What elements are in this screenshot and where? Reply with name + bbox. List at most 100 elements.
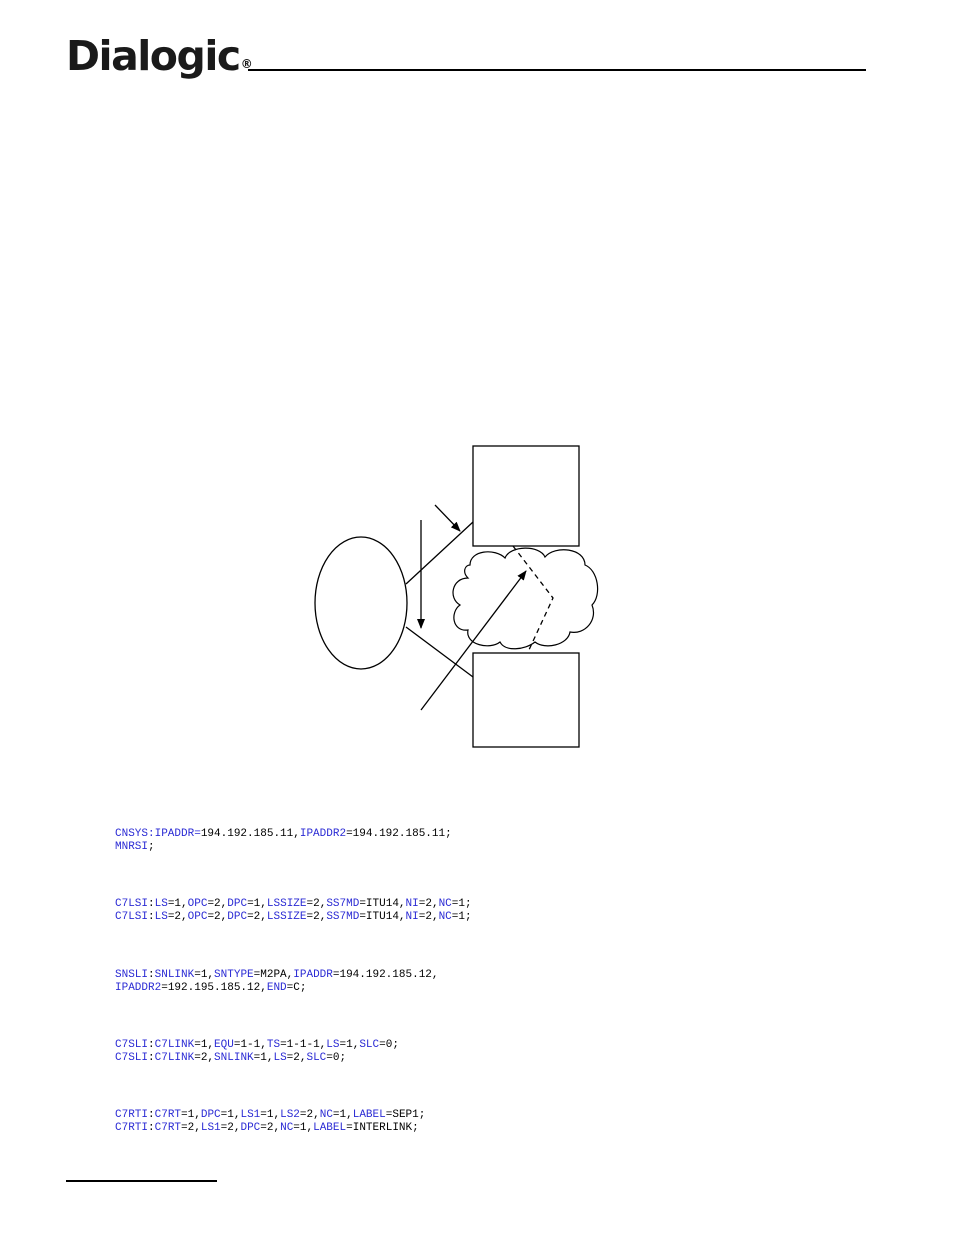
code-keyword: IPADDR2 <box>299 828 347 840</box>
code-value: =M2PA, <box>253 969 294 981</box>
code-value: =1, <box>181 1109 201 1121</box>
code-line: MNRSI; <box>115 841 452 854</box>
code-keyword: C7RTI <box>115 1121 149 1134</box>
code-keyword: LS <box>154 910 168 923</box>
code-line: C7SLI:C7LINK=1,EQU=1-1,TS=1-1-1,LS=1,SLC… <box>115 1039 399 1052</box>
code-keyword: NC <box>280 1121 294 1134</box>
ip-network-cloud <box>452 547 599 650</box>
code-value: =2, <box>299 1109 320 1121</box>
code-keyword: LS2 <box>280 1109 300 1121</box>
code-keyword: DPC <box>227 898 248 910</box>
code-keyword: DPC <box>227 910 248 923</box>
code-value: =2, <box>220 1121 241 1134</box>
code-value: : <box>148 898 155 910</box>
code-value: =2, <box>306 898 327 910</box>
code-line: SNSLI:SNLINK=1,SNTYPE=M2PA,IPADDR=194.19… <box>115 969 439 982</box>
code-line: C7SLI:C7LINK=2,SNLINK=1,LS=2,SLC=0; <box>115 1052 399 1065</box>
code-value: =2, <box>260 1121 281 1134</box>
code-value: : <box>148 910 155 923</box>
code-line: C7LSI:LS=2,OPC=2,DPC=2,LSSIZE=2,SS7MD=IT… <box>115 911 472 924</box>
code-keyword: LS <box>273 1051 287 1064</box>
code-value: =2, <box>207 898 228 910</box>
ip-link-dashed <box>512 545 554 653</box>
code-block-signaling-links: C7SLI:C7LINK=1,EQU=1-1,TS=1-1-1,LS=1,SLC… <box>115 1039 399 1064</box>
code-value: =0; <box>379 1039 399 1051</box>
code-value: =SEP1; <box>385 1109 426 1121</box>
code-block-sigtran-link: SNSLI:SNLINK=1,SNTYPE=M2PA,IPADDR=194.19… <box>115 969 439 994</box>
code-value: =1, <box>220 1109 241 1121</box>
code-value: =1, <box>167 898 188 910</box>
code-keyword: IPADDR2 <box>115 981 162 994</box>
code-value: =1, <box>194 1039 215 1051</box>
code-value: =2, <box>418 898 439 910</box>
code-line: C7LSI:LS=1,OPC=2,DPC=1,LSSIZE=2,SS7MD=IT… <box>115 898 472 911</box>
code-value: : <box>148 1039 155 1051</box>
code-keyword: LS1 <box>200 1121 221 1134</box>
code-value: : <box>148 1121 155 1134</box>
code-keyword: DPC <box>200 1109 221 1121</box>
code-value: =ITU14, <box>359 910 406 923</box>
link-line-top <box>405 521 474 585</box>
code-line: CNSYS:IPADDR=194.192.185.11,IPADDR2=194.… <box>115 828 452 841</box>
code-keyword: C7LINK <box>154 1051 195 1064</box>
code-keyword: C7RTI <box>115 1109 149 1121</box>
code-line: C7RTI:C7RT=1,DPC=1,LS1=1,LS2=2,NC=1,LABE… <box>115 1109 425 1122</box>
code-keyword: SLC <box>306 1051 327 1064</box>
code-block-link-sets: C7LSI:LS=1,OPC=2,DPC=1,LSSIZE=2,SS7MD=IT… <box>115 898 472 923</box>
code-keyword: EQU <box>214 1039 234 1051</box>
signaling-point-ellipse <box>314 536 408 670</box>
code-keyword: LS <box>154 898 168 910</box>
top-node-box <box>472 445 580 547</box>
code-value: =0; <box>326 1051 347 1064</box>
code-value: =1; <box>451 910 472 923</box>
code-value: =2, <box>418 910 439 923</box>
code-value: =2, <box>247 910 267 923</box>
code-keyword: C7LSI <box>115 910 149 923</box>
code-value: =194.192.185.11; <box>346 828 452 840</box>
code-value: =194.192.185.12, <box>332 969 439 981</box>
code-keyword: IPADDR= <box>154 828 201 840</box>
code-keyword: SNLINK <box>214 1051 254 1064</box>
code-value: =2, <box>167 910 188 923</box>
footer-rule <box>66 1180 217 1182</box>
code-keyword: NI <box>405 910 419 923</box>
code-value: =ITU14, <box>359 898 406 910</box>
header-rule <box>248 69 866 71</box>
code-keyword: C7RT <box>154 1121 182 1134</box>
link-line-bottom <box>405 626 474 678</box>
logo-text: Dialogic <box>66 32 241 80</box>
code-keyword: END <box>266 981 287 994</box>
code-value: =1, <box>247 898 267 910</box>
code-keyword: SS7MD <box>326 910 360 923</box>
code-block-system: CNSYS:IPADDR=194.192.185.11,IPADDR2=194.… <box>115 828 452 853</box>
bottom-node-box <box>472 652 580 748</box>
code-keyword: C7LSI <box>115 898 149 910</box>
code-value: =INTERLINK; <box>346 1121 419 1134</box>
code-keyword: CNSYS: <box>115 828 155 840</box>
code-value: =1-1-1, <box>280 1039 327 1051</box>
code-keyword: SLC <box>359 1039 380 1051</box>
code-keyword: NI <box>405 898 419 910</box>
code-value: 194.192.185.11, <box>200 828 300 840</box>
code-keyword: SNSLI <box>115 969 149 981</box>
code-keyword: C7LINK <box>154 1039 195 1051</box>
code-keyword: LS1 <box>240 1109 261 1121</box>
code-value: =1-1, <box>233 1039 267 1051</box>
code-keyword: SNTYPE <box>214 969 254 981</box>
code-keyword: C7SLI <box>115 1039 149 1051</box>
code-value: =1, <box>253 1051 274 1064</box>
code-keyword: NC <box>438 910 452 923</box>
code-keyword: LABEL <box>352 1109 386 1121</box>
code-keyword: C7SLI <box>115 1051 149 1064</box>
registered-mark: ® <box>240 57 253 71</box>
code-value: : <box>148 969 155 981</box>
code-value: =1, <box>260 1109 281 1121</box>
code-line: C7RTI:C7RT=2,LS1=2,DPC=2,NC=1,LABEL=INTE… <box>115 1122 425 1135</box>
code-keyword: LSSIZE <box>266 910 307 923</box>
code-block-routes: C7RTI:C7RT=1,DPC=1,LS1=1,LS2=2,NC=1,LABE… <box>115 1109 425 1134</box>
code-value: ; <box>148 840 155 853</box>
code-keyword: MNRSI <box>115 840 149 853</box>
code-value: =1, <box>194 969 215 981</box>
code-keyword: LSSIZE <box>266 898 307 910</box>
